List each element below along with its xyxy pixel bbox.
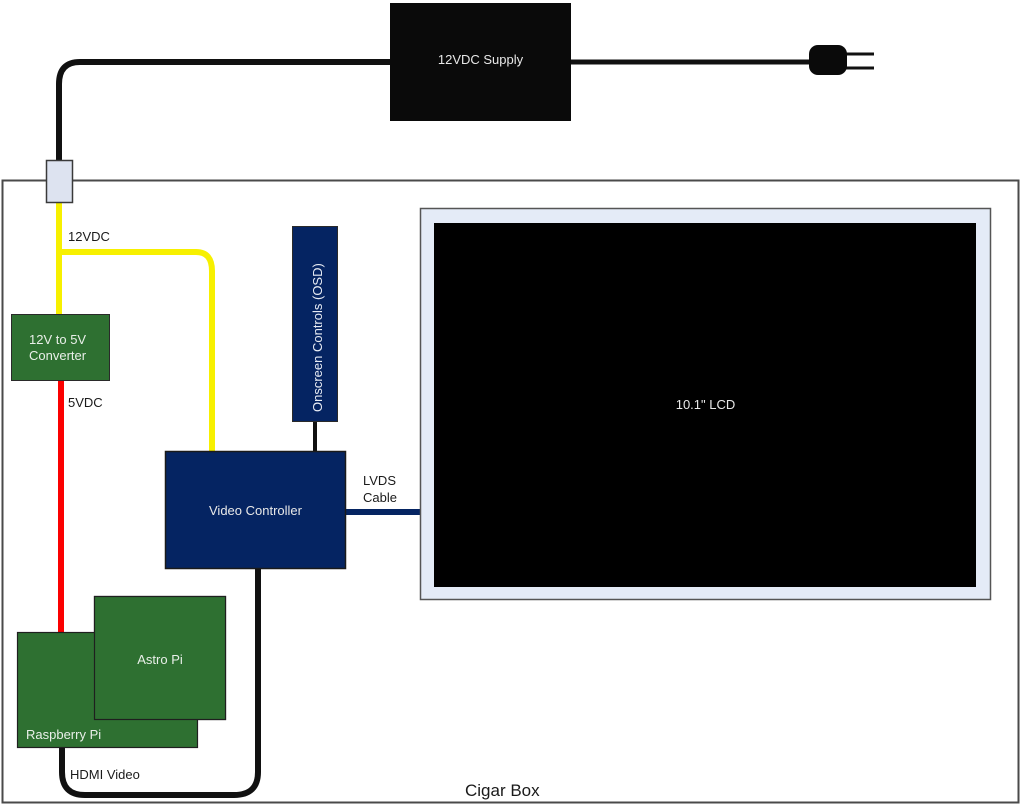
wire-label-hdmi-video: HDMI Video [70, 767, 140, 782]
mains-plug-body[interactable] [809, 45, 847, 75]
yellow-12vdc-branch-wire [59, 249, 215, 455]
lcd-label: 10.1" LCD [675, 397, 736, 412]
osd-box[interactable] [292, 226, 338, 422]
wire-label-5vdc: 5VDC [68, 395, 103, 410]
psu-label: 12VDC Supply [437, 52, 524, 67]
video-controller-label: Video Controller [209, 503, 302, 518]
dc-jack-connector[interactable] [45, 159, 74, 204]
osd-label: Onscreen Controls (OSD) [310, 263, 325, 412]
lcd-screen[interactable] [434, 223, 976, 587]
converter-box[interactable] [11, 314, 110, 381]
raspberry-pi-label: Raspberry Pi [26, 727, 102, 742]
wire-label-lvds-line2: Cable [363, 490, 397, 505]
hdmi-video-wire [59, 565, 261, 798]
astro-pi-label: Astro Pi [137, 652, 183, 667]
cigar-box-enclosure [1, 179, 1020, 804]
psu-box[interactable] [390, 3, 571, 121]
cigar-box-title: Cigar Box [465, 781, 540, 800]
wire-label-12vdc: 12VDC [68, 229, 110, 244]
converter-label-line2: Converter [29, 348, 87, 363]
wire-label-lvds-line1: LVDS [363, 473, 396, 488]
video-controller-box[interactable] [164, 450, 347, 570]
converter-label-line1: 12V to 5V [29, 332, 87, 347]
astro-pi-box-overlay[interactable] [93, 595, 227, 721]
dc-supply-cord-wire [56, 59, 392, 168]
